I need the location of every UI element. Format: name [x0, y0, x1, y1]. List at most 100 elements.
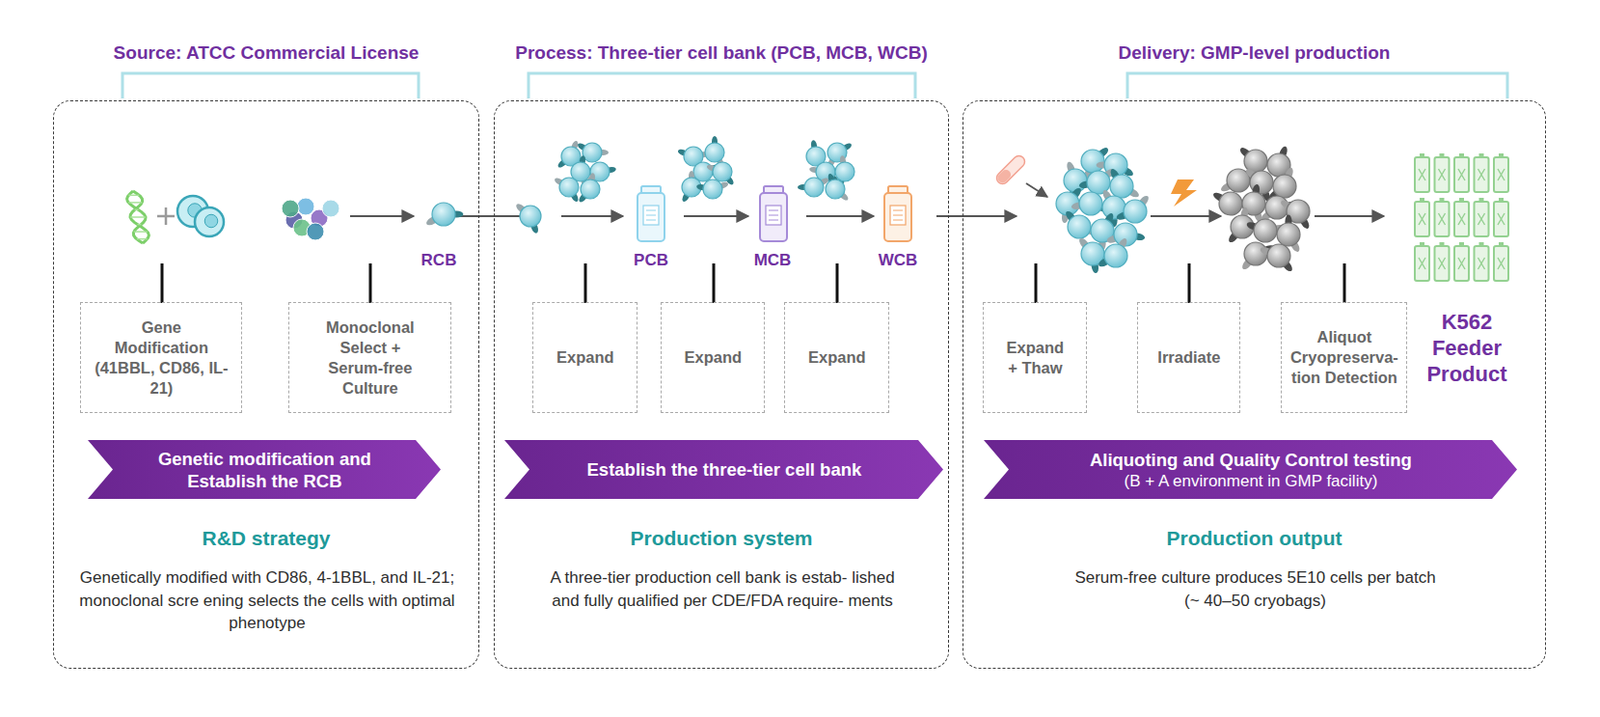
bag-port	[1498, 242, 1504, 247]
bag-port	[1498, 153, 1504, 159]
bag-body	[1435, 245, 1450, 281]
step-box: Gene Modification (41BBL, CD86, IL-21)	[80, 301, 243, 413]
seed-cell	[515, 201, 542, 234]
dna-rung	[136, 238, 148, 241]
cell-body	[1219, 191, 1243, 216]
bank-label: MCB	[754, 250, 792, 271]
stage-banner: Aliquoting and Quality Control testing(B…	[983, 439, 1518, 499]
colony-cell	[297, 197, 315, 216]
rcb-cell	[425, 202, 464, 227]
cryobag	[1414, 153, 1430, 192]
step-text: Expand	[684, 347, 743, 368]
vial-label-line	[893, 219, 903, 221]
bag-body	[1414, 245, 1430, 281]
cell-body	[1086, 170, 1111, 194]
panel-header: Source: ATCC Commercial License	[54, 41, 479, 65]
cell-body	[1276, 222, 1301, 246]
cell-cluster	[797, 139, 855, 202]
plus-symbol	[157, 207, 175, 225]
bank-label: WCB	[878, 250, 919, 271]
step-box: Irradiate	[1137, 301, 1241, 413]
bag-port	[1419, 197, 1425, 203]
bag-body	[1474, 157, 1490, 192]
cell-body	[825, 179, 845, 199]
cryobag	[1493, 153, 1509, 192]
vial-body	[637, 192, 665, 242]
leader-line	[712, 263, 716, 303]
dna-rung	[134, 230, 148, 233]
step-text: Expand	[808, 347, 867, 368]
cell-icon	[515, 201, 542, 234]
cell-body	[712, 162, 733, 182]
cell-body	[1104, 244, 1128, 268]
tube-body	[994, 153, 1028, 187]
panel-heading: Production system	[494, 525, 949, 551]
process-arrow	[561, 215, 624, 217]
leader-line	[369, 263, 373, 303]
bag-mark	[1458, 168, 1465, 181]
cell-body	[804, 177, 824, 197]
cell-body	[1067, 215, 1091, 239]
bank-label: PCB	[633, 250, 669, 271]
bag-mark	[1497, 213, 1505, 225]
process-arrow	[350, 215, 414, 217]
panel-header: Delivery: GMP-level production	[963, 41, 1546, 65]
cell-body	[1063, 168, 1087, 192]
process-arrow	[1150, 215, 1221, 217]
cryobag	[1493, 242, 1509, 281]
cell-icon	[1109, 167, 1141, 200]
thaw-arrow	[1026, 183, 1048, 197]
bag-port	[1479, 242, 1485, 247]
dna-helix	[127, 190, 150, 244]
panel-heading: R&D strategy	[54, 525, 479, 551]
bank-label: RCB	[421, 250, 458, 271]
step-text: Aliquot Cryopreserva- tion Detection	[1287, 326, 1402, 388]
colony-cell	[322, 199, 340, 217]
cell-icon	[797, 176, 830, 197]
vial-label-line	[646, 210, 656, 212]
cell-body	[1253, 218, 1277, 243]
step-box: Expand	[532, 301, 638, 413]
process-arrow	[683, 215, 749, 217]
cell-body	[1273, 174, 1297, 198]
banner-title: Genetic modification and Establish the R…	[134, 447, 395, 492]
cell-body	[705, 142, 725, 163]
panel-body: A three-tier production cell bank is est…	[546, 566, 899, 612]
bag-port	[1439, 153, 1445, 159]
cell-body	[1110, 174, 1134, 198]
leader-line	[584, 263, 588, 303]
product-label: K562 Feeder Product	[1413, 308, 1520, 387]
bag-port	[1479, 197, 1485, 203]
cell-body	[1079, 191, 1103, 216]
step-text: Expand + Thaw	[1003, 337, 1067, 379]
cell-body	[519, 205, 542, 227]
cryobag	[1435, 153, 1450, 192]
header-bracket	[528, 73, 916, 99]
cell-body	[703, 179, 723, 199]
dna-rung	[130, 216, 146, 218]
dna-rung	[136, 223, 141, 226]
vial-label-line	[768, 215, 779, 217]
bag-body	[1493, 157, 1509, 192]
cryobag	[1435, 197, 1450, 237]
bag-port	[1459, 153, 1465, 159]
process-arrow	[806, 215, 874, 217]
bag-port	[1439, 197, 1445, 203]
vial-label-line	[768, 210, 779, 212]
tube-liquid	[995, 167, 1013, 186]
header-bracket	[1127, 73, 1508, 99]
cell-icon	[1077, 236, 1105, 274]
cryobag	[1414, 197, 1430, 237]
cell-body	[835, 162, 855, 182]
panel-body: Genetically modified with CD86, 4-1BBL, …	[69, 566, 465, 635]
banner-chevron	[87, 439, 441, 499]
bag-mark	[1458, 257, 1465, 270]
bag-mark	[1418, 213, 1426, 225]
bag-port	[1459, 197, 1465, 203]
bag-mark	[1497, 168, 1505, 181]
bag-body	[1454, 245, 1469, 281]
banner-subtitle: (B + A environment in GMP facility)	[1123, 470, 1378, 491]
bag-body	[1454, 201, 1469, 237]
leader-line	[1343, 263, 1347, 303]
bag-port	[1459, 242, 1465, 247]
